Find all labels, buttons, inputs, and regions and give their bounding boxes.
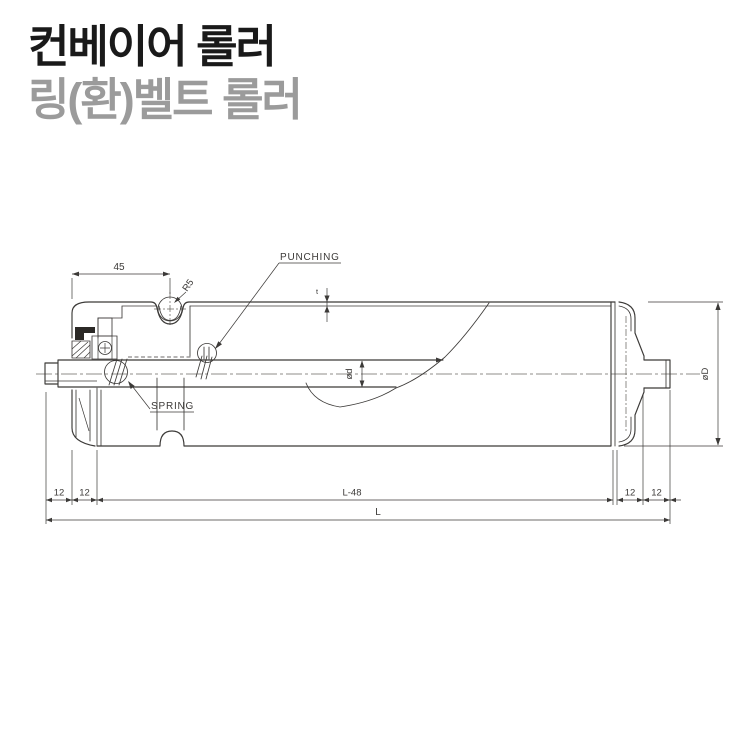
bearing-race (91, 335, 118, 360)
dim-12-right-b: 12 (651, 488, 662, 499)
seal-section (75, 327, 95, 340)
dim-total-length: L (375, 507, 381, 518)
bearing-assembly (71, 305, 191, 360)
spring-detail-balloon (104, 360, 128, 384)
cutaway-break-lines (305, 302, 490, 408)
shaft-diameter-label: ød (344, 368, 355, 379)
roller-diameter-label: øD (700, 368, 711, 381)
dim-12-left-b: 12 (79, 488, 90, 499)
shaft (44, 357, 444, 388)
page-title: 컨베이어 롤러 (28, 21, 277, 72)
punching-label: PUNCHING (280, 252, 340, 263)
dim-45-label: 45 (113, 262, 125, 273)
seal-block (71, 340, 91, 359)
dimension-45: 45 (71, 262, 171, 299)
callout-punching: PUNCHING (215, 252, 341, 349)
center-line (36, 292, 700, 432)
dim-12-left-a: 12 (54, 488, 65, 499)
spring-coils (104, 343, 217, 386)
page-subtitle: 링(환)벨트 롤러 (28, 74, 303, 126)
bearing-ball (98, 341, 112, 355)
dimension-roller-diameter: øD (624, 301, 723, 447)
punching-detail-balloon (197, 343, 217, 363)
bottom-dimensions: 12 12 L-48 12 12 L (45, 390, 681, 524)
callout-r5: R5 (174, 277, 196, 303)
dimension-wall-thickness: t (316, 287, 330, 322)
groove-radius-label: R5 (180, 277, 196, 293)
page-header: 컨베이어 롤러 링(환)벨트 롤러 (28, 20, 303, 126)
ring-belt-section-circle (157, 296, 183, 322)
dim-tube-length: L-48 (342, 488, 361, 499)
thickness-label: t (316, 287, 319, 296)
roller-tube-outline (71, 296, 671, 447)
dimension-shaft-diameter: ød (344, 360, 365, 388)
spring-label: SPRING (151, 401, 194, 412)
callout-spring: SPRING (128, 381, 194, 413)
dim-12-right-a: 12 (625, 488, 636, 499)
